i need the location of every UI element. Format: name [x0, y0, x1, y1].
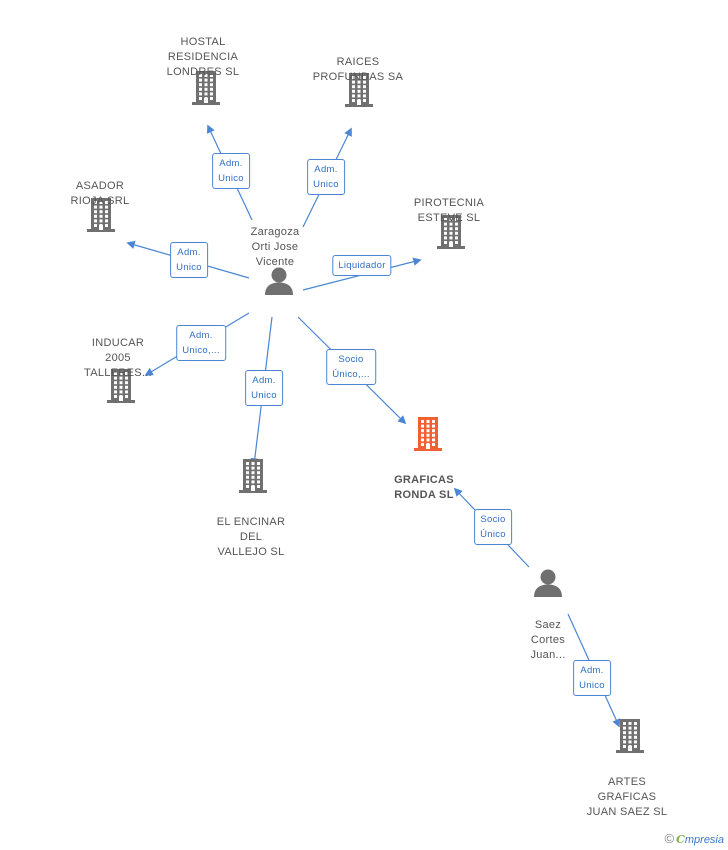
node-label-line: VALLEJO SL: [217, 546, 285, 558]
node-label-line: PIROTECNIA: [413, 197, 485, 209]
brand-name: mpresia: [684, 834, 724, 846]
node-label-line: RESIDENCIA: [167, 51, 239, 63]
company-building-icon[interactable]: [86, 198, 116, 237]
node-label-line: RIOJA SRL: [70, 195, 130, 207]
node-label-line: Cortes: [530, 634, 566, 646]
company-building-icon[interactable]: [344, 73, 374, 112]
node-label-line: PROFUNDAS SA: [312, 71, 404, 83]
node-label-line: GRAFICAS: [597, 791, 657, 803]
company-building-icon[interactable]: [238, 459, 268, 498]
node-label-line: Saez: [534, 619, 562, 631]
node-label-graficas[interactable]: GRAFICAS RONDA SL: [394, 473, 454, 503]
brand-watermark: ©Cmpresia: [665, 831, 724, 846]
focus-company-building-icon[interactable]: [413, 417, 443, 456]
role-badge-e-artes[interactable]: Adm. Unico: [573, 660, 611, 696]
node-label-line: ESTEVE SL: [417, 212, 481, 224]
role-line: Unico: [579, 680, 605, 691]
copyright-symbol: ©: [664, 831, 675, 846]
company-building-icon[interactable]: [191, 71, 221, 110]
role-line: Unico: [251, 390, 277, 401]
role-line: Unico,...: [182, 345, 220, 356]
role-line: Socio: [480, 514, 506, 525]
node-label-line: Vicente: [255, 256, 295, 268]
node-label-line: ARTES: [608, 776, 646, 788]
role-line: Liquidador: [338, 260, 386, 271]
node-label-hostal[interactable]: HOSTAL RESIDENCIA LONDRES SL: [167, 35, 240, 80]
role-line: Adm.: [219, 158, 243, 169]
node-label-line: DEL: [239, 531, 263, 543]
node-label-line: HOSTAL: [180, 36, 226, 48]
role-badge-e-hostal[interactable]: Adm. Unico: [212, 153, 250, 189]
node-label-line: EL ENCINAR: [216, 516, 286, 528]
brand-initial: C: [676, 833, 685, 846]
node-label-line: Zaragoza: [250, 226, 300, 238]
node-label-line: LONDRES SL: [166, 66, 240, 78]
role-line: Adm.: [189, 330, 213, 341]
node-label-pirotecnia[interactable]: PIROTECNIA ESTEVE SL: [414, 196, 484, 226]
role-badge-e-pirotecnia[interactable]: Liquidador: [332, 255, 392, 276]
person-icon[interactable]: [533, 569, 563, 602]
role-badge-e-asador[interactable]: Adm. Unico: [170, 242, 208, 278]
node-label-encinar[interactable]: EL ENCINAR DEL VALLEJO SL: [217, 515, 286, 560]
node-label-line: RAICES: [336, 56, 380, 68]
company-building-icon[interactable]: [615, 719, 645, 758]
role-line: Único,...: [332, 369, 370, 380]
node-label-line: GRAFICAS: [394, 474, 454, 486]
node-label-line: TALLERES...: [84, 367, 152, 379]
node-label-line: RONDA SL: [394, 489, 454, 501]
role-badge-e-raices[interactable]: Adm. Unico: [307, 159, 345, 195]
company-building-icon[interactable]: [436, 215, 466, 254]
role-line: Único: [480, 529, 506, 540]
person-icon[interactable]: [264, 267, 294, 300]
node-label-line: INDUCAR: [91, 337, 145, 349]
node-label-artes[interactable]: ARTES GRAFICAS JUAN SAEZ SL: [587, 775, 668, 820]
role-line: Unico: [176, 262, 202, 273]
role-line: Socio: [338, 354, 364, 365]
role-line: Adm.: [580, 665, 604, 676]
node-label-asador[interactable]: ASADOR RIOJA SRL: [71, 179, 130, 209]
node-label-line: 2005: [105, 352, 131, 364]
node-label-raices[interactable]: RAICES PROFUNDAS SA: [313, 55, 403, 85]
role-badge-e-encinar[interactable]: Adm. Unico: [245, 370, 283, 406]
node-label-line: Orti Jose: [251, 241, 299, 253]
node-label-line: JUAN SAEZ SL: [586, 806, 668, 818]
role-line: Adm.: [314, 164, 338, 175]
role-badge-e-inducar[interactable]: Adm. Unico,...: [176, 325, 226, 361]
node-label-line: ASADOR: [75, 180, 125, 192]
company-building-icon[interactable]: [106, 369, 136, 408]
role-line: Unico: [313, 179, 339, 190]
node-label-line: Juan...: [530, 649, 566, 661]
role-line: Adm.: [177, 247, 201, 258]
role-line: Adm.: [252, 375, 276, 386]
role-line: Unico: [218, 173, 244, 184]
